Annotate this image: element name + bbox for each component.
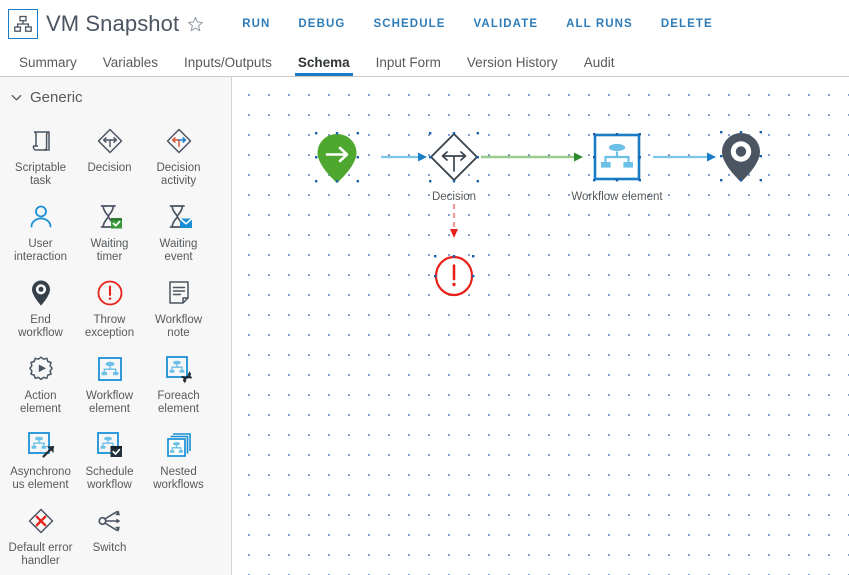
all-runs-button[interactable]: ALL RUNS — [552, 14, 647, 34]
palette-item-label: Waiting event — [159, 238, 198, 263]
palette-item-waiting-event[interactable]: Waiting event — [144, 192, 213, 268]
palette-item-waiting-timer[interactable]: Waiting timer — [75, 192, 144, 268]
schema-canvas[interactable]: Decision Workflow element — [233, 77, 849, 575]
workflow-arrow-icon — [25, 426, 57, 464]
decision-diamond-icon — [94, 122, 126, 160]
scroll-document-icon — [25, 122, 57, 160]
tab-input-form[interactable]: Input Form — [375, 55, 441, 70]
palette-item-workflow-element[interactable]: Workflow element — [75, 344, 144, 420]
tab-schema[interactable]: Schema — [285, 55, 363, 76]
connector-workflow-to-end[interactable] — [653, 152, 716, 162]
tab-audit[interactable]: Audit — [583, 55, 615, 70]
palette-item-workflow-note[interactable]: Workflow note — [144, 268, 213, 344]
palette-item-decision-activity[interactable]: Decision activity — [144, 116, 213, 192]
palette-item-label: Schedule workflow — [85, 466, 134, 491]
palette-item-label: Decision activity — [156, 162, 201, 187]
palette-item-scriptable-task[interactable]: Scriptable task — [6, 116, 75, 192]
error-diamond-icon — [25, 502, 57, 540]
workflow-element-node-label: Workflow element — [571, 191, 663, 203]
palette-item-foreach-element[interactable]: Foreach element — [144, 344, 213, 420]
palette-item-default-error-handler[interactable]: Default error handler — [6, 496, 75, 572]
exception-circle-icon — [94, 274, 126, 312]
tab-summary[interactable]: Summary — [19, 55, 77, 70]
palette-item-throw-exception[interactable]: Throw exception — [75, 268, 144, 344]
connector-start-to-decision[interactable] — [381, 152, 427, 162]
decision-node-label: Decision — [431, 191, 477, 203]
throw-exception-node[interactable] — [434, 255, 475, 297]
palette-item-label: User interaction — [13, 238, 68, 263]
palette-item-asynchronous-element[interactable]: Asynchronous element — [6, 420, 75, 496]
tab-inputs-outputs[interactable]: Inputs/Outputs — [184, 55, 272, 70]
workflow-element-node[interactable] — [593, 133, 641, 182]
switch-branch-icon — [94, 502, 126, 540]
validate-button[interactable]: VALIDATE — [460, 14, 553, 34]
palette-sidebar: Generic Scriptable task — [0, 77, 232, 575]
end-pin-icon — [25, 274, 57, 312]
palette-item-label: Throw exception — [84, 314, 135, 339]
palette-item-label: Asynchronous element — [10, 466, 71, 491]
palette-group-generic[interactable]: Generic — [0, 77, 231, 116]
workflow-loop-icon — [163, 350, 195, 388]
palette-item-end-workflow[interactable]: End workflow — [6, 268, 75, 344]
note-page-icon — [163, 274, 195, 312]
app-header: VM Snapshot RUN DEBUG SCHEDULE VALIDATE … — [0, 0, 849, 48]
end-node[interactable] — [720, 131, 762, 182]
start-node[interactable] — [315, 132, 359, 183]
run-button[interactable]: RUN — [228, 14, 284, 34]
tab-bar: Summary Variables Inputs/Outputs Schema … — [0, 48, 849, 76]
decision-activity-diamond-icon — [163, 122, 195, 160]
palette-item-schedule-workflow[interactable]: Schedule workflow — [75, 420, 144, 496]
hourglass-envelope-icon — [163, 198, 195, 236]
palette-item-label: Switch — [92, 542, 127, 554]
palette-item-label: Scriptable task — [14, 162, 67, 187]
connector-decision-to-exception[interactable] — [450, 204, 458, 238]
debug-button[interactable]: DEBUG — [284, 14, 359, 34]
palette-item-switch[interactable]: Switch — [75, 496, 144, 572]
palette-item-label: Workflow element — [85, 390, 134, 415]
palette-item-label: Workflow note — [154, 314, 203, 339]
title-block: VM Snapshot — [0, 9, 204, 39]
palette-grid: Scriptable task Decision — [0, 116, 231, 572]
chevron-down-icon — [10, 91, 23, 104]
palette-item-label: Nested workflows — [153, 466, 204, 491]
workflow-square-icon — [94, 350, 126, 388]
palette-item-decision[interactable]: Decision — [75, 116, 144, 192]
action-bar: RUN DEBUG SCHEDULE VALIDATE ALL RUNS DEL… — [228, 14, 727, 34]
schedule-button[interactable]: SCHEDULE — [359, 14, 459, 34]
hourglass-calendar-icon — [94, 198, 126, 236]
palette-item-user-interaction[interactable]: User interaction — [6, 192, 75, 268]
workflow-hierarchy-icon — [8, 9, 38, 39]
palette-group-label: Generic — [30, 89, 83, 106]
palette-item-label: Foreach element — [157, 390, 200, 415]
palette-item-label: Action element — [20, 390, 61, 415]
palette-item-label: Default error handler — [8, 542, 73, 567]
page-title: VM Snapshot — [46, 11, 180, 36]
decision-node[interactable] — [429, 132, 479, 183]
palette-item-label: End workflow — [18, 314, 63, 339]
workflow-calendar-icon — [94, 426, 126, 464]
delete-button[interactable]: DELETE — [647, 14, 727, 34]
tab-variables[interactable]: Variables — [102, 55, 159, 70]
user-person-icon — [25, 198, 57, 236]
palette-item-action-element[interactable]: Action element — [6, 344, 75, 420]
palette-item-label: Decision — [87, 162, 132, 174]
star-outline-icon[interactable] — [187, 16, 204, 33]
gear-play-icon — [25, 350, 57, 388]
workflow-stack-icon — [163, 426, 195, 464]
tab-version-history[interactable]: Version History — [466, 55, 558, 70]
connector-decision-to-workflow[interactable] — [481, 152, 583, 162]
tab-bar-divider — [0, 76, 849, 77]
palette-item-label: Waiting timer — [90, 238, 129, 263]
palette-item-nested-workflows[interactable]: Nested workflows — [144, 420, 213, 496]
